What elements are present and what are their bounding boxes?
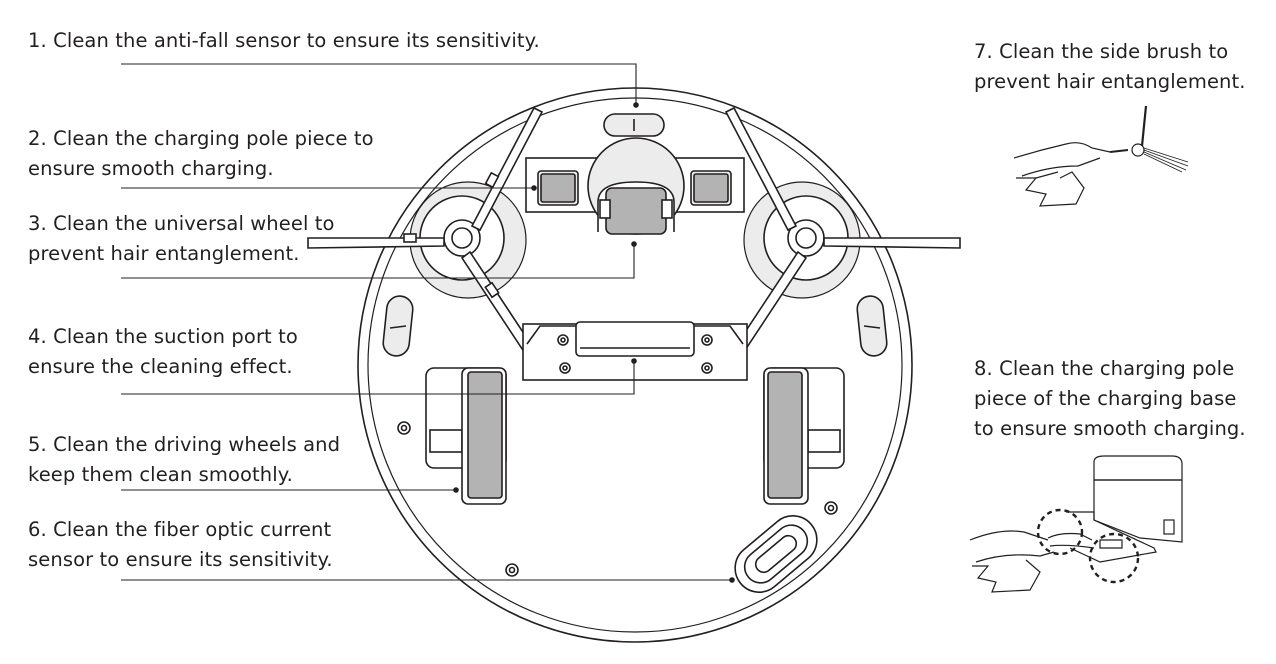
suction-port: [575, 321, 695, 357]
step-7-line-2: prevent hair entanglement.: [974, 70, 1246, 93]
step-2-line-2: ensure smooth charging.: [28, 157, 274, 180]
right-brush-arm-top: [724, 106, 798, 232]
step-4-line-1: 4. Clean the suction port to: [28, 325, 298, 348]
step-3-line-1: 3. Clean the universal wheel to: [28, 212, 335, 235]
step-1-line-1: 1. Clean the anti-fall sensor to ensure …: [28, 29, 540, 52]
step-2-label: 2. Clean the charging pole piece to ensu…: [28, 124, 374, 184]
robot-outer-rim: [357, 87, 913, 643]
step-2-line-1: 2. Clean the charging pole piece to: [28, 127, 374, 150]
step-8-line-2: piece of the charging base: [974, 387, 1237, 410]
step-8-line-1: 8. Clean the charging pole: [974, 357, 1235, 380]
charging-base-illustration: [969, 455, 1183, 593]
step-3-line-2: prevent hair entanglement.: [28, 242, 300, 265]
step-3-label: 3. Clean the universal wheel to prevent …: [28, 209, 335, 269]
right-brush-arm-right: [823, 237, 961, 249]
side-brush-illustration: [1013, 105, 1189, 207]
step-6-label: 6. Clean the fiber optic current sensor …: [28, 515, 333, 575]
fiber-optic-sensor: [734, 515, 818, 593]
step-1-label: 1. Clean the anti-fall sensor to ensure …: [28, 26, 540, 56]
universal-wheel: [605, 187, 667, 235]
step-7-label: 7. Clean the side brush to prevent hair …: [974, 37, 1246, 97]
step-8-label: 8. Clean the charging pole piece of the …: [974, 354, 1246, 444]
step-6-line-2: sensor to ensure its sensitivity.: [28, 548, 333, 571]
step-4-label: 4. Clean the suction port to ensure the …: [28, 322, 298, 382]
robot-inner-rim: [367, 97, 903, 633]
callout-lines: [121, 63, 732, 581]
left-brush-arm-top: [470, 106, 544, 232]
left-drive-wheel: [467, 371, 503, 499]
right-drive-wheel: [767, 371, 803, 499]
step-8-line-3: to ensure smooth charging.: [974, 417, 1246, 440]
right-cliff-sensor: [856, 295, 888, 357]
step-4-line-2: ensure the cleaning effect.: [28, 355, 293, 378]
left-cliff-sensor: [382, 295, 414, 357]
step-7-line-1: 7. Clean the side brush to: [974, 40, 1229, 63]
step-5-line-2: keep them clean smoothly.: [28, 463, 293, 486]
step-6-line-1: 6. Clean the fiber optic current: [28, 518, 332, 541]
step-5-line-1: 5. Clean the driving wheels and: [28, 433, 341, 456]
step-5-label: 5. Clean the driving wheels and keep the…: [28, 430, 340, 490]
